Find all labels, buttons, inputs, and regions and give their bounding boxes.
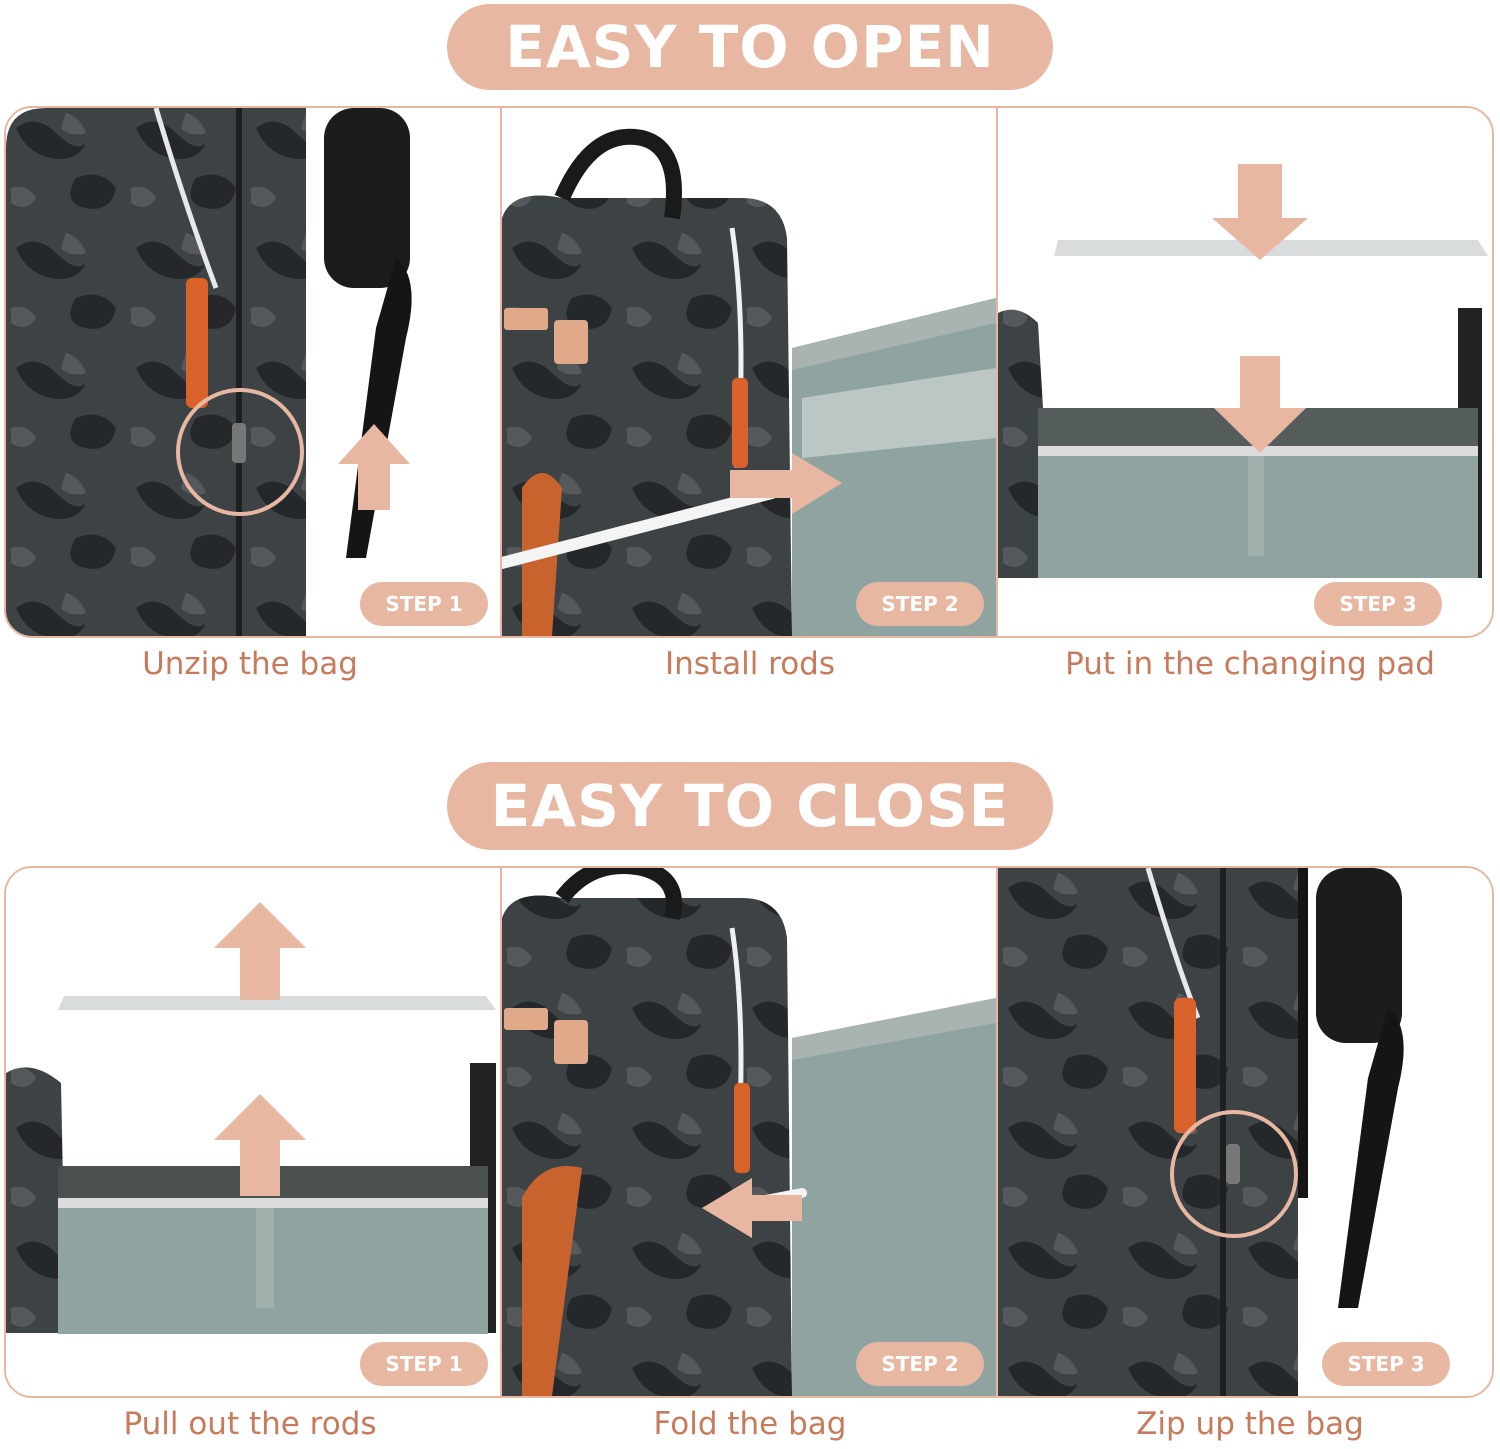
close-step1-caption: Pull out the rods — [123, 1406, 377, 1442]
open-step3-caption: Put in the changing pad — [1065, 646, 1435, 682]
panel-divider — [500, 868, 502, 1396]
panel-divider — [500, 108, 502, 636]
open-steps-frame: STEP 1 STEP 2 — [4, 106, 1494, 638]
close-step3-badge: STEP 3 — [1322, 1342, 1450, 1386]
open-step3-badge: STEP 3 — [1314, 582, 1442, 626]
open-step2-caption: Install rods — [664, 646, 836, 682]
close-step2-image: STEP 2 — [502, 868, 996, 1396]
close-step3-image: STEP 3 — [998, 868, 1492, 1396]
open-step1-caption: Unzip the bag — [142, 646, 358, 682]
close-step2-badge: STEP 2 — [856, 1342, 984, 1386]
open-step2-badge: STEP 2 — [856, 582, 984, 626]
close-step1-badge: STEP 1 — [360, 1342, 488, 1386]
close-section-title: EASY TO CLOSE — [447, 762, 1053, 850]
panel-divider — [996, 108, 998, 636]
close-step1-image: STEP 1 — [6, 868, 500, 1396]
open-step3-image: STEP 3 — [998, 108, 1492, 636]
open-step1-image: STEP 1 — [6, 108, 500, 636]
open-section-title: EASY TO OPEN — [447, 4, 1053, 90]
panel-divider — [996, 868, 998, 1396]
open-step2-image: STEP 2 — [502, 108, 996, 636]
close-steps-frame: STEP 1 STEP 2 — [4, 866, 1494, 1398]
close-step3-caption: Zip up the bag — [1136, 1406, 1364, 1442]
close-step2-caption: Fold the bag — [653, 1406, 847, 1442]
open-step1-badge: STEP 1 — [360, 582, 488, 626]
